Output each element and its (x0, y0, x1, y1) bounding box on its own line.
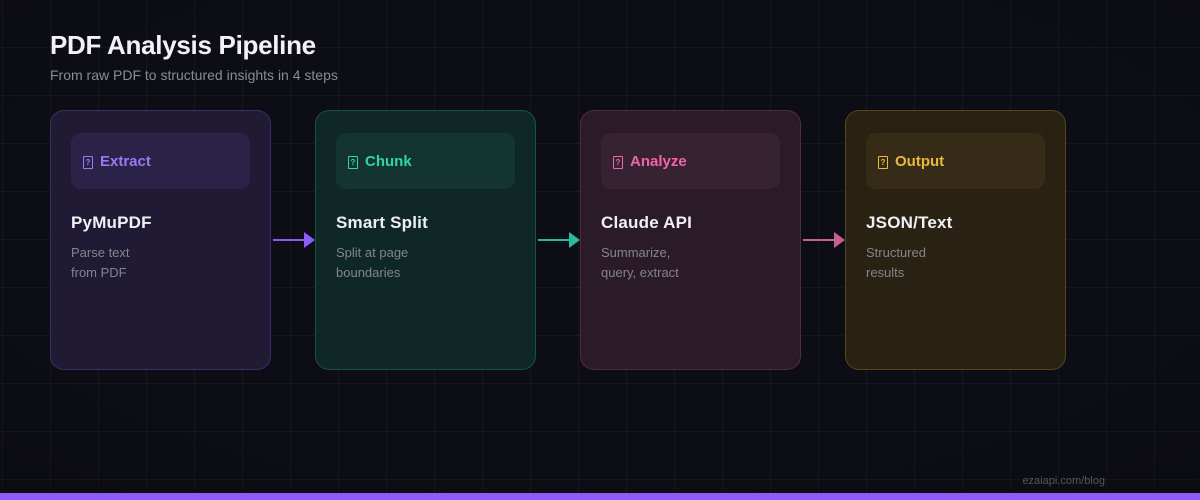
page-header: PDF Analysis Pipeline From raw PDF to st… (50, 30, 338, 83)
arrow-shaft (273, 239, 304, 241)
step-badge: Extract (71, 133, 250, 189)
step-description-line: Split at page (336, 245, 409, 260)
step-badge-label: Output (895, 152, 945, 170)
step-description: Split at page boundaries (336, 243, 408, 283)
missing-emoji-icon (83, 155, 93, 169)
step-description-line: results (866, 265, 905, 280)
missing-emoji-icon (613, 155, 623, 169)
watermark-url: ezaiapi.com/blog (1022, 475, 1105, 487)
arrow-shaft (538, 239, 569, 241)
missing-emoji-icon (348, 155, 358, 169)
arrow-head (304, 232, 315, 248)
step-description: Parse text from PDF (71, 243, 130, 283)
step-description: Structured results (866, 243, 926, 283)
step-title: JSON/Text (866, 213, 953, 232)
arrow-head (569, 232, 580, 248)
step-description: Summarize, query, extract (601, 243, 679, 283)
step-description-line: Parse text (71, 245, 130, 260)
flow-arrow-icon (538, 232, 580, 248)
step-description-line: Summarize, (601, 245, 671, 260)
bottom-accent-bar (0, 493, 1200, 500)
step-badge-label: Extract (100, 152, 151, 170)
missing-emoji-icon (878, 155, 888, 169)
step-badge: Chunk (336, 133, 515, 189)
step-card-chunk: Chunk Smart Split Split at page boundari… (315, 110, 536, 370)
flow-arrow-icon (273, 232, 315, 248)
step-title: PyMuPDF (71, 213, 152, 232)
step-card-extract: Extract PyMuPDF Parse text from PDF (50, 110, 271, 370)
step-badge: Output (866, 133, 1045, 189)
step-badge: Analyze (601, 133, 780, 189)
arrow-head (834, 232, 845, 248)
step-description-line: query, extract (601, 265, 679, 280)
page-title: PDF Analysis Pipeline (50, 30, 316, 60)
step-title: Smart Split (336, 213, 428, 232)
arrow-shaft (803, 239, 834, 241)
step-badge-label: Analyze (630, 152, 687, 170)
step-card-output: Output JSON/Text Structured results (845, 110, 1066, 370)
step-description-line: Structured (866, 245, 926, 260)
flow-arrow-icon (803, 232, 845, 248)
step-description-line: from PDF (71, 265, 127, 280)
step-description-line: boundaries (336, 265, 401, 280)
page-subtitle: From raw PDF to structured insights in 4… (50, 67, 338, 83)
step-badge-label: Chunk (365, 152, 412, 170)
step-title: Claude API (601, 213, 693, 232)
step-card-analyze: Analyze Claude API Summarize, query, ext… (580, 110, 801, 370)
